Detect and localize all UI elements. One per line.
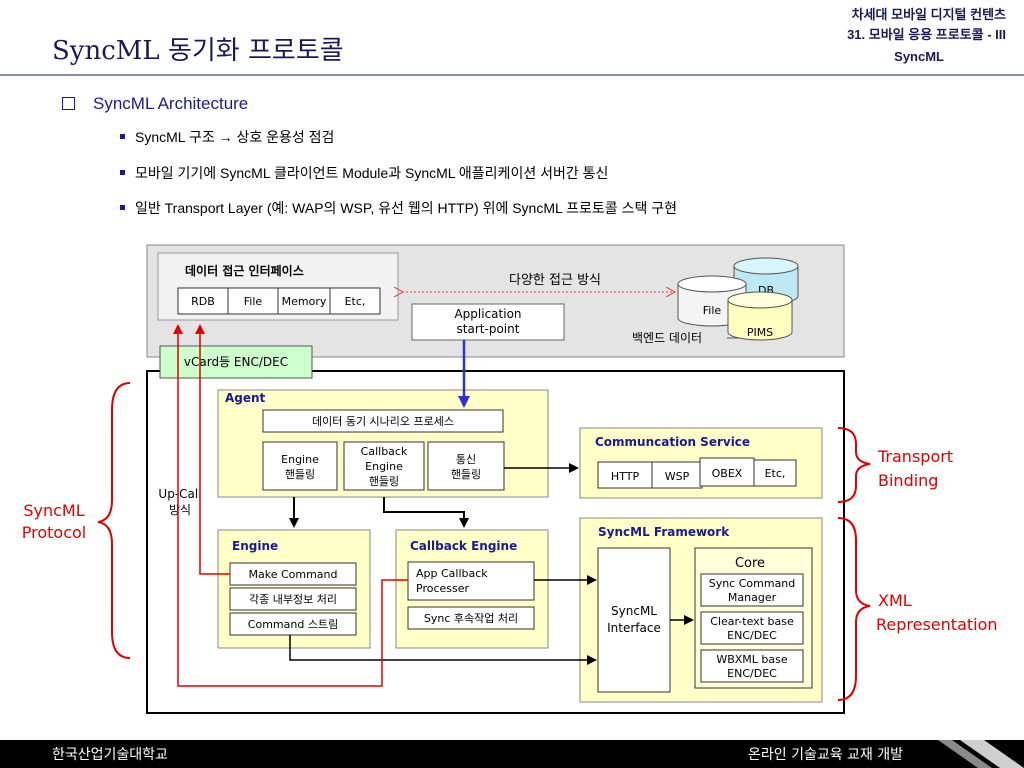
cell-http: HTTP	[611, 470, 640, 483]
framework-title: SyncML Framework	[598, 525, 730, 539]
protocol-brace	[97, 382, 131, 659]
footer-school: 한국산업기술대학교	[52, 747, 168, 763]
file-label: File	[703, 304, 722, 317]
diagram-label: Manager	[728, 591, 777, 604]
cell-obex: OBEX	[712, 467, 743, 480]
backend-data-label: 백엔드 데이터	[632, 331, 702, 345]
diagram-label: Engine	[281, 453, 319, 466]
transport-binding-line1: Transport	[877, 447, 953, 466]
diagram-label: WBXML base	[716, 653, 788, 666]
bullet-item: SyncML 구조 → 상호 운용성 점검	[120, 127, 334, 147]
cell-memory: Memory	[282, 295, 327, 308]
footer-stripe-icon	[938, 740, 1024, 768]
agent-title: Agent	[225, 391, 266, 405]
upcall-arrow-outer	[173, 324, 408, 687]
cell-etc2: Etc,	[765, 467, 786, 480]
diagram-label: App Callback	[416, 567, 488, 580]
section-checkbox-icon	[62, 97, 75, 110]
internal-info: 각종 내부정보 처리	[249, 593, 337, 606]
diagram-label: ENC/DEC	[727, 629, 777, 642]
app-start-line1: Application	[454, 307, 521, 321]
pims-label: PIMS	[747, 326, 773, 339]
transport-binding-line2: Binding	[878, 471, 938, 490]
header-divider	[0, 74, 1024, 76]
page-title: SyncML 동기화 프로토콜	[52, 36, 344, 66]
comm-handling-box	[427, 441, 505, 491]
scenario-label: 데이터 동기 시나리오 프로세스	[312, 415, 454, 428]
app-start-box	[411, 303, 565, 341]
xml-repr-line1: XML	[878, 591, 912, 610]
scenario-box	[262, 409, 504, 433]
header-course: 차세대 모바일 디지털 컨텐츠	[851, 7, 1006, 22]
transport-brace	[837, 427, 871, 503]
callback-engine-title: Callback Engine	[410, 539, 517, 553]
pims-cylinder-icon: PIMS	[727, 291, 793, 341]
agent-callback-arrow	[383, 497, 469, 528]
architecture-diagram: 데이터 접근 인터페이스 RDB File Memory Etc, 다양한 접근…	[22, 244, 998, 714]
syncml-protocol-line1: SyncML	[23, 501, 84, 520]
access-methods-label: 다양한 접근 방식	[509, 273, 601, 288]
diagram-label: 핸들링	[451, 468, 481, 481]
diagram-label: vCard등 ENC/DEC	[184, 355, 288, 369]
diagram-label: Clear-text base	[710, 615, 794, 628]
engine-handling-box	[262, 441, 338, 491]
xml-repr-line2: Representation	[876, 615, 998, 634]
diagram-label: 핸들링	[369, 475, 399, 488]
stream-interface-arrow	[289, 635, 597, 665]
diagram-label: 핸들링	[285, 468, 315, 481]
bullet-square-icon	[120, 133, 125, 139]
upcall-line2: 방식	[169, 503, 191, 517]
callback-handling-box	[343, 441, 425, 491]
bullet-square-icon	[120, 204, 125, 210]
diagram-label: 통신	[456, 453, 476, 466]
bullet-square-icon	[120, 169, 125, 175]
cell-etc: Etc,	[345, 295, 366, 308]
app-start-line2: start-point	[457, 322, 520, 336]
make-command: Make Command	[248, 568, 337, 581]
xml-brace	[837, 517, 871, 701]
diagram-label: SyncML	[611, 604, 657, 618]
cell-file: File	[244, 295, 263, 308]
data-interface-title: 데이터 접근 인터페이스	[185, 263, 304, 278]
header-topic: SyncML	[894, 49, 944, 64]
footer-bar	[0, 740, 1024, 768]
diagram-label: Engine	[365, 460, 403, 473]
cell-wsp: WSP	[665, 470, 690, 483]
core-title: Core	[735, 556, 765, 571]
data-interface-cells: RDB File Memory Etc,	[177, 287, 381, 315]
syncml-protocol-line2: Protocol	[22, 523, 86, 542]
section-heading: SyncML Architecture	[93, 94, 249, 113]
bullet-item: 일반 Transport Layer (예: WAP의 WSP, 유선 웹의 H…	[120, 198, 677, 218]
comm-service-title: Communcation Service	[595, 435, 750, 449]
footer-course: 온라인 기술교육 교재 개발	[748, 747, 904, 763]
diagram-label: Sync Command	[709, 577, 796, 590]
sync-followup: Sync 후속작업 처리	[424, 612, 518, 625]
command-stream: Command 스트림	[248, 618, 338, 631]
upcall-arrow-inner	[195, 324, 230, 575]
upcall-line1: Up-Call	[158, 487, 201, 501]
engine-title: Engine	[232, 539, 278, 553]
diagram-label: Interface	[607, 621, 661, 635]
diagram-label: Processer	[416, 582, 469, 595]
syncml-interface-box	[597, 547, 671, 693]
header-chapter: 31. 모바일 응용 프로토콜 - III	[847, 27, 1006, 42]
diagram-label: ENC/DEC	[727, 667, 777, 680]
cell-rdb: RDB	[191, 295, 215, 308]
bullet-item: 모바일 기기에 SyncML 클라이언트 Module과 SyncML 애플리케…	[120, 163, 608, 183]
diagram-label: Callback	[361, 445, 408, 458]
